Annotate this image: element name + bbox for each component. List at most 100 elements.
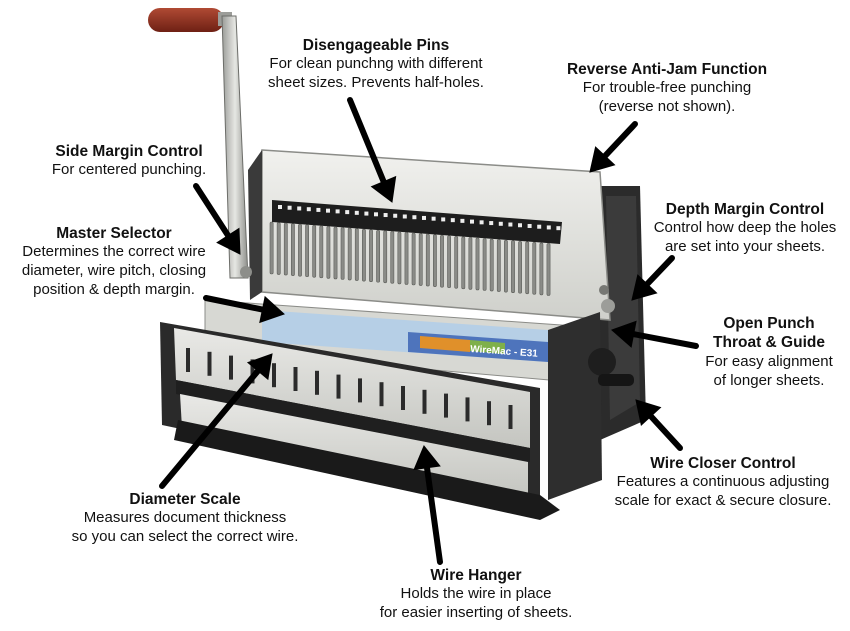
pin-hole xyxy=(537,224,542,229)
punch-pin xyxy=(340,227,345,280)
callout-side-margin-control: Side Margin Control For centered punchin… xyxy=(36,142,222,180)
callout-title: Disengageable Pins xyxy=(302,37,450,54)
callout-description: For trouble-free punching (reverse not s… xyxy=(582,79,752,116)
arrow-depth-margin-control xyxy=(631,255,675,301)
callout-arrows xyxy=(159,97,699,565)
comb-tooth xyxy=(508,405,513,429)
callout-description: Control how deep the holes are set into … xyxy=(653,219,837,256)
pin-hole xyxy=(383,213,388,218)
pin-hole xyxy=(374,212,378,217)
disengageable-pins-row xyxy=(269,221,551,296)
comb-tooth xyxy=(229,355,233,380)
arrow-master-selector xyxy=(203,295,285,324)
comb-tooth xyxy=(379,382,384,407)
punch-pin xyxy=(539,242,544,296)
right-side-controls xyxy=(240,266,634,500)
pin-hole xyxy=(364,211,369,216)
arrow-reverse-anti-jam xyxy=(589,121,638,173)
comb-tooth xyxy=(465,397,470,422)
pin-hole xyxy=(470,219,474,224)
pin-hole xyxy=(450,218,455,223)
comb-tooth xyxy=(487,401,491,426)
callout-description: Determines the correct wire diameter, wi… xyxy=(21,243,207,298)
pin-hole xyxy=(354,210,359,215)
punch-pin xyxy=(333,226,338,280)
punch-pin xyxy=(447,235,452,289)
callout-open-punch-throat: Open Punch Throat & Guide For easy align… xyxy=(694,314,844,390)
arrow-side-margin-control xyxy=(193,183,241,255)
callout-title: Reverse Anti-Jam Function xyxy=(566,61,768,78)
pin-hole xyxy=(287,205,292,210)
pin-hole xyxy=(431,216,436,221)
callout-wire-hanger: Wire Hanger Holds the wire in place for … xyxy=(356,566,596,623)
punch-pin xyxy=(475,237,480,291)
callout-title: Diameter Scale xyxy=(129,491,241,508)
punch-pin xyxy=(383,230,388,284)
punch-housing xyxy=(248,149,611,321)
punch-pin xyxy=(269,221,274,275)
comb-tooth xyxy=(293,367,298,391)
pin-hole xyxy=(441,217,446,222)
punch-pin xyxy=(326,226,331,279)
pin-hole xyxy=(345,210,350,215)
pin-hole xyxy=(527,223,532,228)
pin-hole xyxy=(306,207,311,212)
comb-tooth xyxy=(315,370,319,395)
punch-pin xyxy=(518,240,523,294)
callout-title: Side Margin Control xyxy=(55,143,203,160)
punch-pin xyxy=(525,241,530,295)
comb-tooth xyxy=(358,378,362,403)
callout-title: Depth Margin Control xyxy=(665,201,825,218)
arrow-wire-closer-control xyxy=(635,399,683,451)
punch-pin xyxy=(496,239,501,292)
punch-pin xyxy=(369,229,373,282)
pin-hole xyxy=(297,206,302,211)
pin-hole xyxy=(460,218,465,223)
punch-pin xyxy=(503,239,508,293)
comb-tooth xyxy=(444,393,448,418)
punch-pin xyxy=(354,228,359,281)
callout-reverse-anti-jam: Reverse Anti-Jam Function For trouble-fr… xyxy=(546,60,788,117)
comb-tooth xyxy=(422,389,427,414)
punch-pin xyxy=(425,233,430,287)
arrow-wire-hanger xyxy=(413,445,443,565)
pin-hole xyxy=(412,215,417,220)
punch-pin xyxy=(290,223,295,276)
pin-hole xyxy=(326,208,330,213)
punch-pin xyxy=(376,229,381,283)
arrow-disengageable-pins xyxy=(347,97,397,203)
callout-diameter-scale: Diameter Scale Measures document thickne… xyxy=(40,490,330,547)
comb-tooth xyxy=(272,363,276,388)
pin-hole xyxy=(546,225,551,230)
pin-hole xyxy=(278,205,282,209)
callout-description: Measures document thickness so you can s… xyxy=(71,509,299,546)
pin-hole xyxy=(402,214,407,219)
comb-tooth xyxy=(207,351,212,376)
arrow-open-punch-throat xyxy=(611,320,699,349)
punch-pin xyxy=(283,222,288,276)
punch-pin xyxy=(489,238,494,292)
callout-title: Wire Hanger xyxy=(430,567,522,584)
arrow-diameter-scale xyxy=(159,353,273,489)
punch-pin xyxy=(532,242,537,295)
callout-title: Wire Closer Control xyxy=(650,455,796,472)
pin-hole xyxy=(508,222,513,227)
callout-description: Features a continuous adjusting scale fo… xyxy=(614,473,832,510)
lever-handle xyxy=(148,8,249,279)
punch-pin xyxy=(511,240,515,293)
pin-hole xyxy=(335,209,340,214)
comb-tooth xyxy=(401,386,405,410)
punch-pin xyxy=(298,223,302,277)
pin-hole xyxy=(498,221,503,226)
punch-pin xyxy=(404,232,409,285)
punch-pin xyxy=(461,236,466,290)
callout-title: Master Selector xyxy=(56,225,172,242)
punch-pin xyxy=(347,227,352,281)
punch-pin xyxy=(276,222,281,275)
callout-master-selector: Master Selector Determines the correct w… xyxy=(4,224,224,300)
callout-disengageable-pins: Disengageable Pins For clean punchng wit… xyxy=(236,36,516,93)
punch-pin xyxy=(312,225,317,278)
punch-pin xyxy=(305,224,310,278)
